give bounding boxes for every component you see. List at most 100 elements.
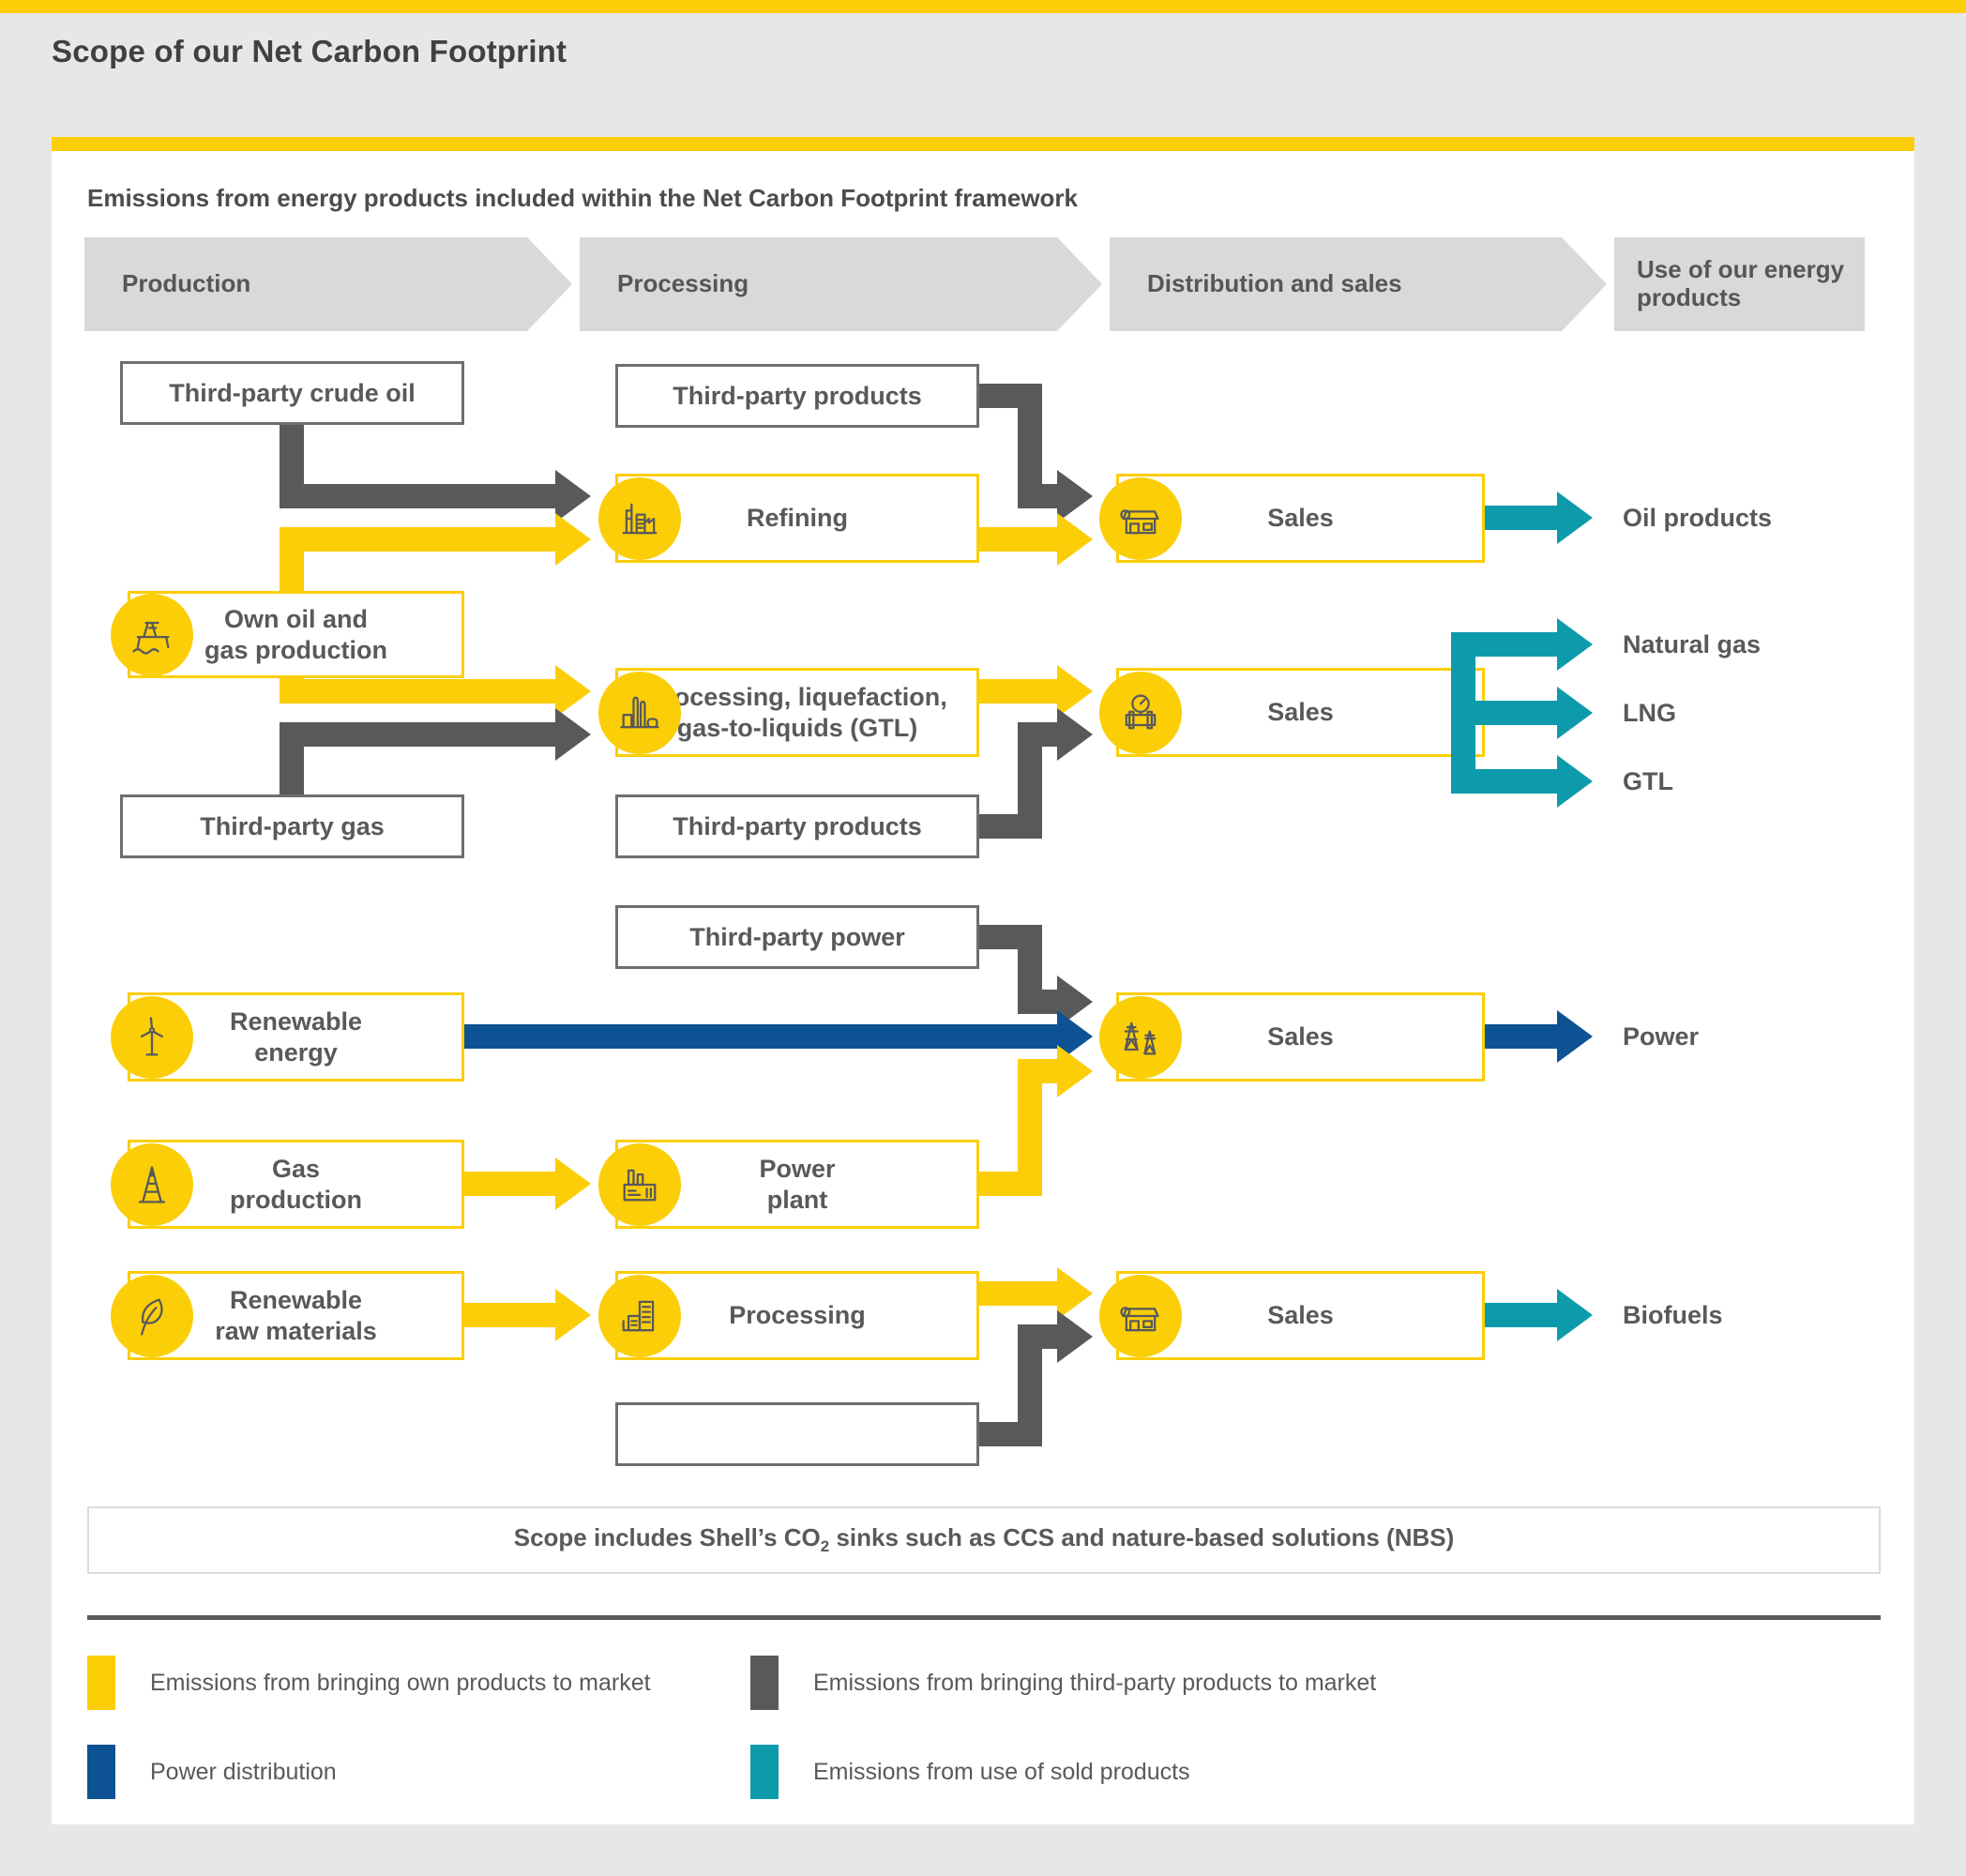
node-third-party-power: Third-party power — [615, 905, 979, 969]
scope-note-pre: Scope includes Shell’s CO — [513, 1523, 821, 1552]
node-label: Gas production — [230, 1154, 362, 1214]
node-label: Refining — [747, 504, 848, 533]
node-label: Sales — [1267, 504, 1334, 533]
storefront-icon — [1099, 477, 1182, 560]
arrow-biofuels-product-shaft — [1485, 1303, 1557, 1327]
node-label: Third-party products — [673, 381, 922, 410]
arrow-biofuels3p-to-salesbio-head — [1057, 1310, 1093, 1363]
stage-processing: Processing — [580, 237, 1102, 331]
stage-distribution-label: Distribution and sales — [1147, 269, 1402, 298]
arrow-products2-to-salesgas-head — [1057, 708, 1093, 761]
node-label: Sales — [1267, 1022, 1334, 1051]
refinery-icon — [598, 477, 681, 560]
arrow-refining-to-salesoil-shaft — [979, 527, 1057, 552]
arrow-gasprod-to-plant-shaft — [464, 1172, 555, 1196]
top-accent-bar — [0, 0, 1966, 13]
storefront-icon — [1099, 1274, 1182, 1357]
wind-turbine-icon — [111, 995, 193, 1079]
arrow-gas-to-gtl-shaft — [280, 722, 555, 747]
stage-distribution: Distribution and sales — [1110, 237, 1607, 331]
node-sales-gas: Sales — [1099, 668, 1485, 757]
node-third-party-biofuels — [615, 1402, 979, 1466]
arrow-products2-to-salesgas-shaft — [1018, 722, 1057, 747]
node-third-party-products-gas: Third-party products — [615, 794, 979, 858]
legend-divider-rule — [87, 1615, 1881, 1620]
arrow-products-to-salesoil-shaft — [1018, 484, 1057, 508]
arrow-plant-to-salespower-head — [1057, 1045, 1093, 1097]
node-third-party-gas: Third-party gas — [120, 794, 464, 858]
arrow-gas-to-gtl-head — [555, 708, 591, 761]
arrow-gasprod-to-plant-head — [555, 1157, 591, 1210]
product-label-biofuels: Biofuels — [1623, 1301, 1723, 1329]
product-label-gtl: GTL — [1623, 767, 1673, 795]
stage-production-label: Production — [122, 269, 251, 298]
node-label: Renewable energy — [229, 1006, 363, 1067]
arrow-own-to-refining-head — [555, 513, 591, 566]
legend-label-third-party: Emissions from bringing third-party prod… — [813, 1670, 1377, 1696]
drilling-derrick-icon — [111, 1142, 193, 1226]
node-label: Third-party products — [673, 811, 922, 840]
arrow-renewable-to-salespower-shaft — [464, 1024, 1057, 1049]
node-label: Processing — [729, 1301, 866, 1330]
arrow-power-product-shaft — [1485, 1024, 1557, 1049]
node-label: Processing, liquefaction, gas-to-liquids… — [647, 682, 947, 742]
node-label: Renewable raw materials — [215, 1285, 377, 1345]
gas-plant-icon — [598, 671, 681, 754]
node-label: Third-party power — [689, 922, 905, 951]
arrow-power-product-head — [1557, 1010, 1593, 1063]
stage-production: Production — [84, 237, 572, 331]
processing-plant-icon — [598, 1274, 681, 1357]
stage-processing-label: Processing — [617, 269, 749, 298]
node-renewable-energy: Renewable energy — [111, 992, 464, 1082]
node-sales-biofuels: Sales — [1099, 1271, 1485, 1360]
node-label: Sales — [1267, 698, 1334, 727]
arrow-power3p-to-salespower-shaft — [1018, 990, 1057, 1014]
node-third-party-crude-oil: Third-party crude oil — [120, 361, 464, 425]
legend-swatch-sold-products — [750, 1745, 779, 1799]
node-renewable-raw-materials: Renewable raw materials — [111, 1271, 464, 1360]
arrow-natural-gas-head — [1557, 618, 1593, 671]
node-label: Own oil and gas production — [204, 604, 387, 664]
scope-note-text: Scope includes Shell’s CO2 sinks such as… — [514, 1523, 1455, 1556]
arrow-biofuels-product-head — [1557, 1289, 1593, 1341]
node-gas-production: Gas production — [111, 1140, 464, 1229]
page-title: Scope of our Net Carbon Footprint — [52, 34, 567, 68]
arrow-plant-to-salespower-shaft — [1018, 1059, 1057, 1083]
title-underline-bar — [52, 137, 1914, 151]
power-pylon-icon — [1099, 995, 1182, 1079]
product-label-oil-products: Oil products — [1623, 504, 1773, 532]
arrow-gtl-to-salesgas-shaft — [979, 679, 1057, 704]
diagram-subtitle: Emissions from energy products included … — [87, 184, 1078, 212]
arrow-raw-to-processing-shaft — [464, 1303, 555, 1327]
node-label: Power plant — [759, 1154, 836, 1214]
legend-label-own-products: Emissions from bringing own products to … — [150, 1670, 651, 1696]
arrow-own-to-refining-shaft — [280, 527, 555, 552]
node-processing-biofuels: Processing — [598, 1271, 979, 1360]
leaf-icon — [111, 1274, 193, 1357]
arrow-oil-products-head — [1557, 492, 1593, 544]
product-label-lng: LNG — [1623, 699, 1676, 727]
legend-label-sold-products: Emissions from use of sold products — [813, 1759, 1190, 1785]
scope-note-banner: Scope includes Shell’s CO2 sinks such as… — [87, 1506, 1881, 1574]
scope-note-subscript: 2 — [820, 1537, 830, 1556]
node-third-party-products-oil: Third-party products — [615, 364, 979, 428]
node-sales-oil: Sales — [1099, 474, 1485, 563]
stage-use-label: Use of our energy products — [1637, 255, 1845, 311]
legend-swatch-third-party — [750, 1656, 779, 1710]
node-power-plant: Power plant — [598, 1140, 979, 1229]
arrow-lng-shaft — [1451, 701, 1557, 725]
node-sales-power: Sales — [1099, 992, 1485, 1082]
arrow-oil-products-shaft — [1485, 506, 1557, 530]
arrow-own-to-gtl-shaft — [280, 679, 555, 704]
node-label: Third-party crude oil — [169, 378, 416, 407]
offshore-platform-icon — [111, 593, 193, 676]
scope-note-post: sinks such as CCS and nature-based solut… — [829, 1523, 1455, 1552]
arrow-lng-head — [1557, 687, 1593, 739]
arrow-raw-to-processing-head — [555, 1289, 591, 1341]
legend-swatch-power-distribution — [87, 1745, 115, 1799]
arrow-crude-to-refining-shaft — [280, 484, 555, 508]
arrow-processing-to-salesbio-shaft — [979, 1281, 1057, 1306]
node-label: Third-party gas — [200, 811, 385, 840]
arrow-refining-to-salesoil-head — [1057, 513, 1093, 566]
